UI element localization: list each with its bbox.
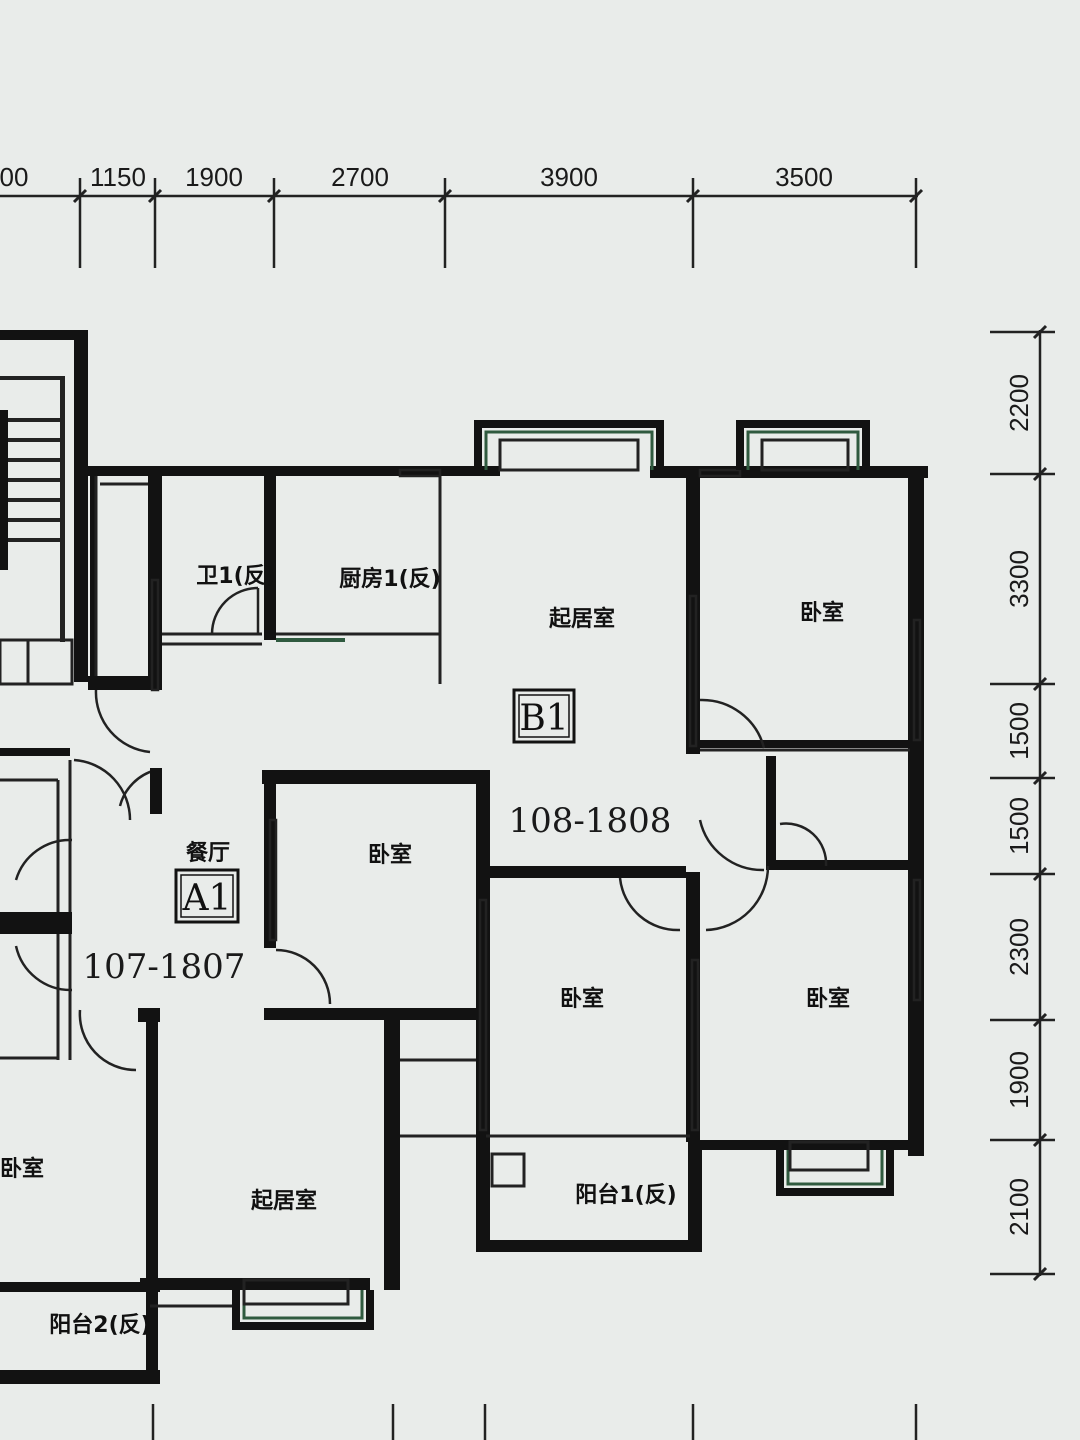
label-b1-kitchen: 厨房1(反) <box>339 566 440 592</box>
stairwell <box>0 330 88 686</box>
right-dim-0: 2200 <box>1004 374 1034 432</box>
label-b1-living: 起居室 <box>548 606 615 632</box>
label-a1-bedroom: 卧室 <box>368 842 412 868</box>
label-a1-balcony: 阳台2(反) <box>49 1312 150 1338</box>
bay-window-bedroom <box>736 420 870 472</box>
right-dim-6: 2100 <box>1004 1178 1034 1236</box>
wall-stubs <box>0 748 162 1022</box>
label-a1-living: 起居室 <box>250 1188 317 1214</box>
label-b1-bedroom-ne: 卧室 <box>800 600 844 626</box>
bottom-dimension-ticks <box>151 1404 918 1440</box>
right-dim-2: 1500 <box>1004 702 1034 760</box>
top-dim-2: 1900 <box>185 162 243 192</box>
right-dim-4: 2300 <box>1004 918 1034 976</box>
right-dim-1: 3300 <box>1004 550 1034 608</box>
label-b1-bath: 卫1(反) <box>196 564 275 589</box>
unit-a1-area: 107-1807 <box>83 947 246 987</box>
right-dimension-line <box>990 330 1055 1276</box>
label-b1-bedroom-se: 卧室 <box>806 986 850 1012</box>
unit-b1-area: 108-1808 <box>509 801 672 841</box>
top-dim-0: 00 <box>0 162 28 192</box>
label-b1-bedroom-sw: 卧室 <box>560 986 604 1012</box>
right-dimension-ticks <box>1032 324 1048 1282</box>
bay-window-se <box>776 1140 894 1196</box>
bay-window-a1 <box>232 1278 374 1330</box>
top-dim-4: 3900 <box>540 162 598 192</box>
label-a1-bedroom-w: 卧室 <box>0 1156 44 1182</box>
unit-a1-badge: A1 <box>174 868 240 924</box>
right-dim-3: 1500 <box>1004 797 1034 855</box>
right-dim-5: 1900 <box>1004 1051 1034 1109</box>
unit-b1-badge: B1 <box>512 688 576 744</box>
top-dim-1: 1150 <box>90 162 146 192</box>
floor-drain-fixture <box>490 1152 526 1188</box>
top-dim-5: 3500 <box>775 162 833 192</box>
door-swings <box>14 586 828 1072</box>
label-a1-dining: 餐厅 <box>186 841 230 866</box>
unit-b1-code: B1 <box>519 698 568 739</box>
top-dimension-ticks <box>72 188 924 204</box>
bay-window-living <box>474 420 664 472</box>
windows <box>150 468 922 1132</box>
top-dim-3: 2700 <box>331 162 389 192</box>
unit-a1-code: A1 <box>182 878 232 919</box>
label-b1-balcony: 阳台1(反) <box>575 1182 676 1208</box>
